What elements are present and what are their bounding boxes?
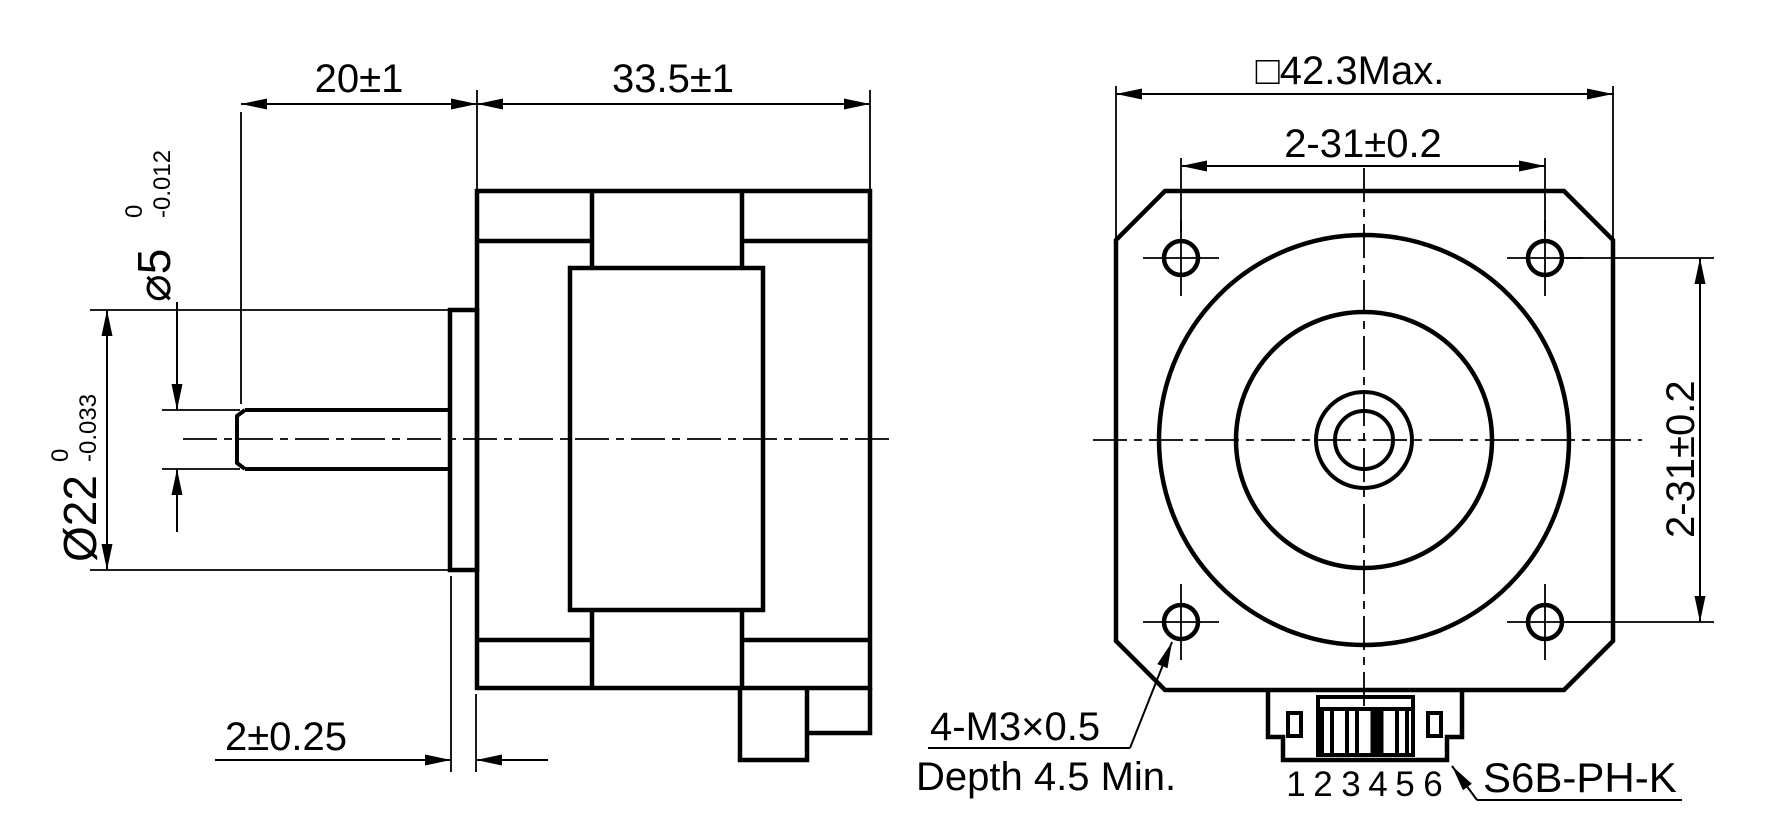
connector-pin-slot-4 bbox=[1395, 707, 1409, 757]
pilot-dia-value: Ø22 bbox=[54, 475, 106, 562]
connector-pin-slot-2 bbox=[1345, 707, 1359, 757]
connector-model-leader bbox=[1451, 765, 1478, 801]
side-connector-outline bbox=[737, 688, 873, 763]
ext-lines-pilot-dia bbox=[90, 309, 451, 571]
dim-pilot-diameter-label: Ø22 0 -0.033 bbox=[47, 394, 106, 562]
dim-body-length: 33.5±1 bbox=[612, 57, 734, 101]
shaft-dia-tol-upper: 0 bbox=[121, 205, 148, 218]
front-view: □42.3Max. 2-31±0.2 2-31±0.2 4-M3×0.5 Dep… bbox=[916, 49, 1714, 804]
dim-hole-spacing-v-label: 2-31±0.2 bbox=[1659, 380, 1703, 538]
pin-number-4: 4 bbox=[1368, 765, 1387, 804]
endcap-division-lines bbox=[589, 191, 745, 688]
pilot-dia-tol-lower: -0.033 bbox=[75, 394, 102, 462]
pilot-boss-outline bbox=[447, 307, 480, 573]
shaft-dia-value: ⌀5 bbox=[128, 249, 180, 302]
connector-latch-slot-left bbox=[1286, 711, 1303, 738]
pin-number-5: 5 bbox=[1395, 765, 1414, 804]
pin-numbers: 1 2 3 4 5 6 bbox=[1286, 765, 1442, 804]
pin-number-3: 3 bbox=[1341, 765, 1360, 804]
connector-housing-outline bbox=[1265, 690, 1465, 763]
endcap-step-lines bbox=[477, 238, 870, 643]
shaft-dia-tol-lower: -0.012 bbox=[149, 150, 176, 218]
connector-pin-slot-3 bbox=[1370, 708, 1384, 756]
hole-crosshairs bbox=[1143, 220, 1600, 660]
pin-number-2: 2 bbox=[1313, 765, 1332, 804]
pin-number-1: 1 bbox=[1286, 765, 1305, 804]
dim-shaft-length: 20±1 bbox=[315, 57, 404, 101]
connector-latch-slot-right bbox=[1426, 711, 1443, 738]
dim-shaft-diameter-label: ⌀5 0 -0.012 bbox=[121, 150, 180, 302]
dim-square-size: □42.3Max. bbox=[1256, 49, 1445, 93]
front-body-outline bbox=[1113, 188, 1616, 693]
side-view: 20±1 33.5±1 ⌀5 0 -0.012 Ø22 0 -0.033 2±0… bbox=[47, 57, 890, 772]
shaft-outline bbox=[235, 408, 450, 471]
thread-note-line1: 4-M3×0.5 bbox=[930, 705, 1100, 749]
pin-number-6: 6 bbox=[1423, 765, 1442, 804]
front-connector bbox=[1265, 690, 1465, 763]
connector-opening-outline bbox=[1316, 695, 1415, 757]
dim-hole-spacing-h: 2-31±0.2 bbox=[1284, 122, 1442, 166]
connector-model-label: S6B-PH-K bbox=[1483, 754, 1677, 801]
connector-pin-slot-1 bbox=[1320, 707, 1334, 757]
pilot-dia-tol-upper: 0 bbox=[47, 449, 74, 462]
dim-hole-spacing-v: 2-31±0.2 bbox=[1659, 380, 1703, 538]
thread-note-leader bbox=[1129, 641, 1173, 749]
dim-pilot-thickness: 2±0.25 bbox=[225, 715, 347, 759]
thread-note-line2: Depth 4.5 Min. bbox=[916, 755, 1176, 799]
